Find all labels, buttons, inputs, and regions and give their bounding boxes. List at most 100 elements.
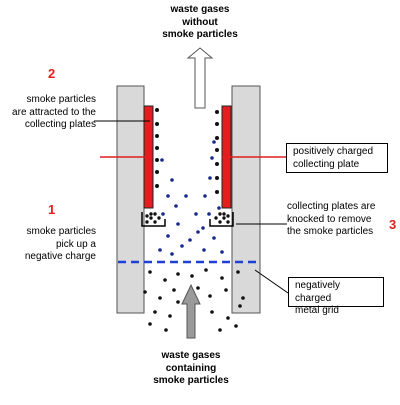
plate-particle (215, 136, 219, 140)
charged-particle (207, 212, 211, 216)
metal-grid-callout: negatively charged metal grid (288, 277, 384, 316)
metal-grid-callout-line: negatively charged (295, 280, 341, 304)
outlet-arrow (186, 47, 214, 109)
charged-particle (180, 244, 184, 248)
tray-particle (153, 220, 157, 224)
charged-particle (161, 212, 165, 216)
smoke-particle (176, 300, 180, 304)
outlet-label-line: without (182, 16, 218, 28)
tray-particle (149, 212, 153, 216)
step-3-line: collecting plates are (287, 201, 376, 212)
step-1-line: negative charge (24, 251, 96, 262)
plate-particle (215, 176, 219, 180)
smoke-particle (153, 310, 157, 314)
charged-particle (170, 252, 174, 256)
smoke-particle (226, 316, 230, 320)
collecting-plate-callout-line: positively charged (293, 146, 374, 157)
charged-particle (202, 248, 206, 252)
step-number-2: 2 (48, 66, 56, 81)
charged-particle (166, 234, 170, 238)
charged-particle (158, 248, 162, 252)
step-number-1: 1 (48, 202, 56, 217)
plate-particle (155, 108, 159, 112)
charged-particle (203, 194, 207, 198)
plate-particle (155, 170, 159, 174)
step-3-line: knocked to remove (287, 213, 372, 225)
charged-particle (194, 212, 198, 216)
step-1-text: smoke particles pick up a negative charg… (2, 226, 96, 264)
plate-particle (215, 110, 219, 114)
tray-particle (218, 212, 222, 216)
outlet-label: waste gases without smoke particles (140, 4, 260, 42)
smoke-particle (208, 294, 212, 298)
plate-particle (155, 184, 159, 188)
smoke-particles (143, 108, 245, 332)
smoke-particle (241, 296, 245, 300)
smoke-particle (204, 268, 208, 272)
smoke-particle (210, 310, 214, 314)
smoke-particle (220, 276, 224, 280)
right-wall (231, 85, 261, 314)
step-2-line: smoke particles (26, 94, 96, 105)
plate-particle (155, 122, 159, 126)
charged-particle (201, 226, 205, 230)
tray-particle (153, 212, 157, 216)
smoke-particle (168, 314, 172, 318)
step-3-text: collecting plates are knocked to remove … (287, 201, 387, 239)
smoke-particle (224, 288, 228, 292)
smoke-particle (158, 296, 162, 300)
left-wall (116, 85, 145, 314)
smoke-particle (236, 270, 240, 274)
tray-particle (222, 212, 226, 216)
charged-particle (210, 156, 214, 160)
tray-particle (149, 216, 153, 220)
charged-particle (184, 194, 188, 198)
smoke-particle (143, 290, 147, 294)
collecting-plate-callout-line: collecting plate (293, 158, 360, 170)
charged-particle (160, 158, 164, 162)
step-number-3: 3 (389, 217, 397, 232)
smoke-particle (218, 328, 222, 332)
smoke-particle (234, 324, 238, 328)
step-2-line: collecting plates (24, 119, 96, 130)
charged-particle (196, 230, 200, 234)
left-tray (141, 212, 166, 227)
plate-particle (155, 158, 159, 162)
inlet-label-line: waste gases (161, 350, 221, 361)
tray-particle (226, 214, 230, 218)
inlet-label: waste gases containing smoke particles (130, 350, 252, 388)
charged-particle (166, 194, 170, 198)
plate-particle (215, 122, 219, 126)
charged-particle (170, 178, 174, 182)
right-tray (209, 212, 234, 227)
step-1-line: pick up a (55, 238, 96, 250)
collecting-plate-callout: positively charged collecting plate (286, 143, 388, 173)
step-3-line: the smoke particles (287, 226, 374, 237)
tray-particle (226, 220, 230, 224)
charged-particle (208, 176, 212, 180)
grid-leader (254, 269, 289, 294)
tray-particle (157, 216, 161, 220)
smoke-particle (196, 286, 200, 290)
charged-particle (220, 250, 224, 254)
outlet-label-line: waste gases (170, 4, 230, 15)
outlet-label-line: smoke particles (162, 29, 238, 40)
inlet-arrow (181, 283, 201, 339)
step-1-line: smoke particles (26, 226, 96, 237)
smoke-particle (148, 270, 152, 274)
charged-particle (174, 204, 178, 208)
smoke-particle (172, 288, 176, 292)
step-2-text: smoke particles are attracted to the col… (2, 94, 96, 132)
inlet-label-line: smoke particles (153, 375, 229, 386)
plate-particle (155, 146, 159, 150)
tray-particle (222, 216, 226, 220)
charged-particle (188, 238, 192, 242)
tray-particle (218, 220, 222, 224)
metal-grid-callout-line: metal grid (295, 305, 339, 316)
smoke-particle (190, 274, 194, 278)
step-2-line: are attracted to the (12, 106, 96, 118)
plate-particle (215, 162, 219, 166)
charged-particle (212, 140, 216, 144)
plate-particle (155, 134, 159, 138)
